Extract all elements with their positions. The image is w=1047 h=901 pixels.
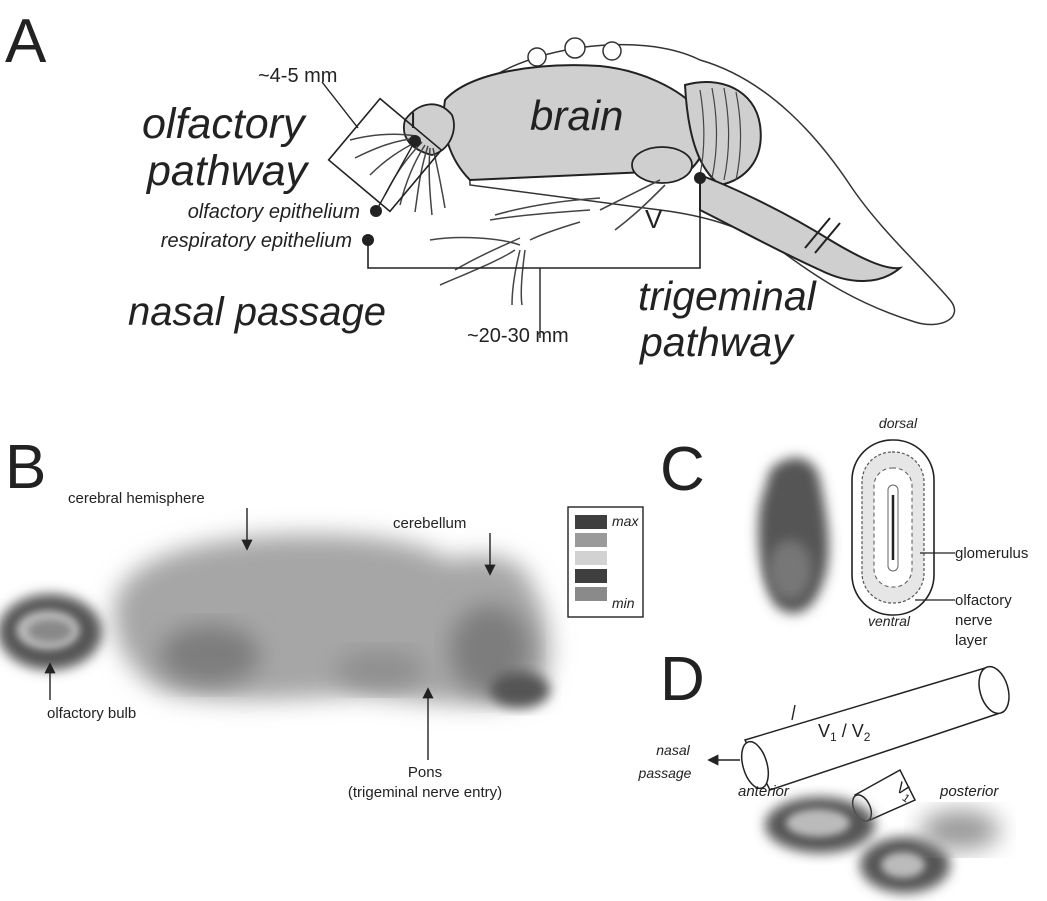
legend-swatch: [575, 587, 607, 601]
olfactory-pathway-line1: olfactory: [142, 100, 307, 148]
nerve-layer-label-3: layer: [955, 632, 988, 649]
olfactory-epithelium-label: olfactory epithelium: [188, 201, 360, 223]
nasal-passage-d-line2: passage: [638, 765, 692, 781]
panel-a-letter: A: [5, 7, 47, 76]
distance-leader-4-5: [322, 82, 358, 128]
anterior-label: anterior: [738, 783, 790, 800]
skull-bump: [565, 38, 585, 58]
olfactory-epithelium-dot: [370, 205, 382, 217]
cerebral-hemisphere-label: cerebral hemisphere: [68, 490, 205, 507]
panel-b-letter: B: [5, 433, 46, 502]
legend-swatch: [575, 569, 607, 583]
skull-bump: [528, 48, 546, 66]
bulb-section-schematic: [852, 440, 934, 615]
skull-bump: [603, 42, 621, 60]
panel-d-letter: D: [660, 645, 705, 714]
olfactory-bulb-label: olfactory bulb: [47, 705, 136, 722]
olfactory-pathway-line2: pathway: [145, 147, 310, 195]
posterior-label: posterior: [939, 783, 999, 800]
trigeminal-dot: [694, 172, 706, 184]
brain-stain-image: [0, 534, 550, 708]
v1v2-label: V1 / V2: [818, 721, 871, 744]
legend-min-label: min: [612, 595, 635, 611]
pons-label-line1: Pons: [408, 764, 442, 781]
cranial-nerve-i-label: I: [410, 108, 416, 133]
trigeminal-distance-label: ~20-30 mm: [467, 325, 569, 347]
glomerulus-label: glomerulus: [955, 545, 1028, 562]
brain-cerebellum: [685, 82, 761, 185]
respiratory-epithelium-dot: [362, 234, 374, 246]
nerve-layer-label-1: olfactory: [955, 592, 1012, 609]
legend-swatch: [575, 515, 607, 529]
brain-label: brain: [530, 92, 623, 139]
trigeminal-pathway-line1: trigeminal: [638, 273, 818, 319]
panel-a: A: [5, 7, 955, 365]
legend-max-label: max: [612, 513, 639, 529]
legend-swatches: [575, 515, 607, 601]
intensity-legend: max min: [568, 507, 643, 617]
panel-c: C dorsal ventral glomerulus olfactory ne…: [660, 415, 1028, 649]
v1v2-branch-mark: [792, 705, 795, 720]
panel-b: B cerebral hemisphere cerebellum olfacto…: [0, 433, 550, 801]
legend-swatch: [575, 533, 607, 547]
legend-swatch: [575, 551, 607, 565]
respiratory-epithelium-label: respiratory epithelium: [161, 230, 352, 252]
nerve-layer-label-2: nerve: [955, 612, 993, 629]
nasal-passage-d-line1: nasal: [656, 742, 690, 758]
nasal-turbinates: [430, 198, 600, 305]
olfactory-nerve-dot: [409, 135, 421, 147]
olfactory-distance-label: ~4-5 mm: [258, 65, 337, 87]
trigeminal-pathway-line2: pathway: [638, 319, 795, 365]
cranial-nerve-v-label: V: [645, 204, 663, 234]
pons-label-line2: (trigeminal nerve entry): [348, 784, 502, 801]
bulb-section-stain: [758, 458, 829, 614]
ventral-label: ventral: [868, 613, 911, 629]
panel-c-letter: C: [660, 435, 705, 504]
nasal-passage-label: nasal passage: [128, 290, 386, 334]
pons: [632, 147, 692, 183]
cerebellum-label: cerebellum: [393, 515, 466, 532]
dorsal-label: dorsal: [879, 415, 918, 431]
panel-d: D V1 / V2 V1 nasal passage anterior post…: [638, 645, 1015, 893]
